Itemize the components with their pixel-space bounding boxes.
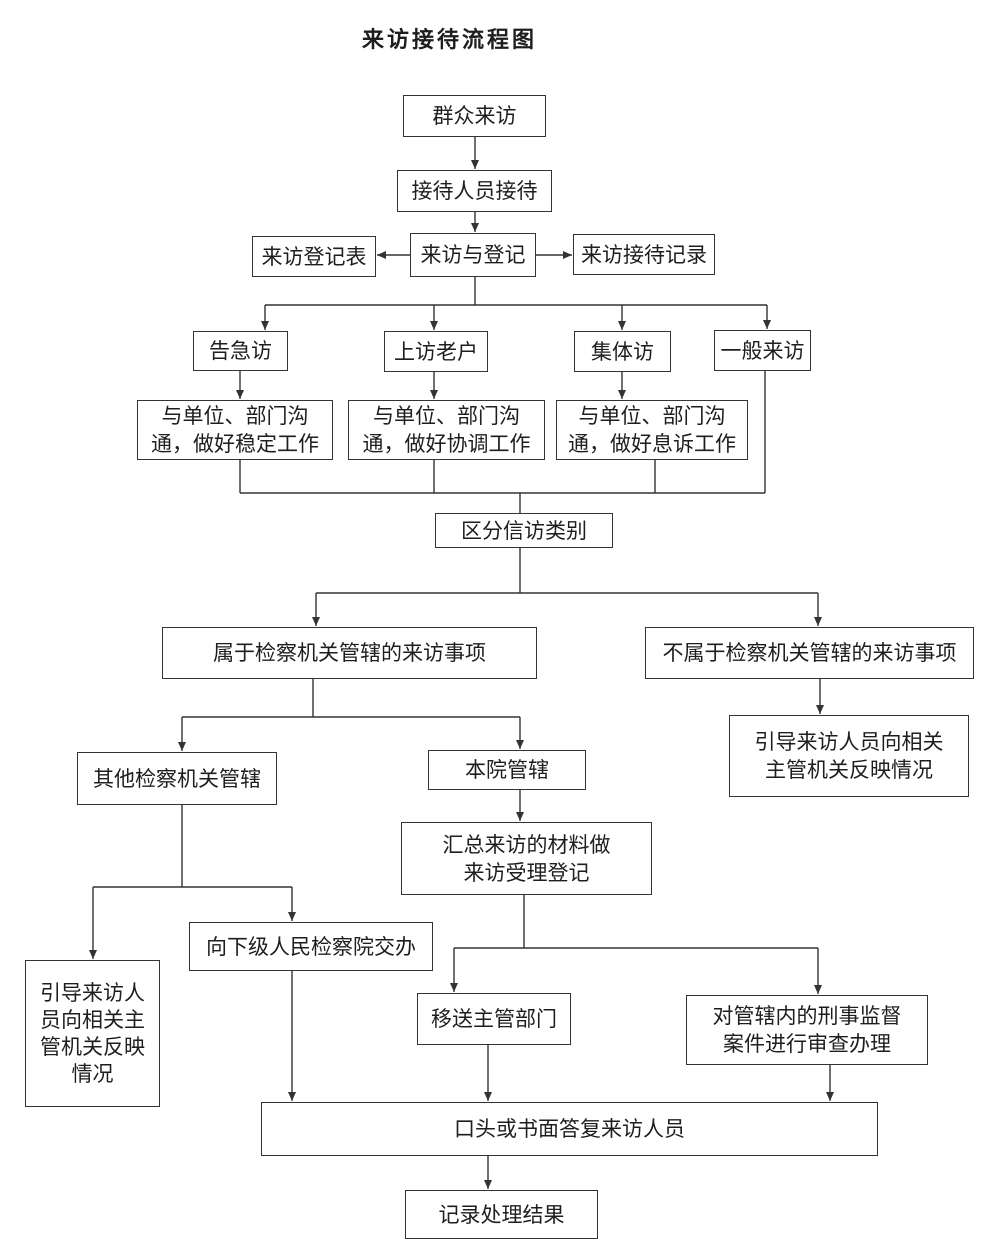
node-label-line: 管机关反映 — [40, 1034, 145, 1059]
node-label-line: 与单位、部门沟 — [578, 404, 726, 428]
node-label: 来访登记表 — [261, 244, 367, 269]
node-label: 向下级人民检察院交办 — [206, 934, 416, 959]
node-label: 移送主管部门 — [431, 1007, 557, 1031]
node-coordinate-work: 与单位、部门沟 通，做好协调工作 — [348, 400, 545, 460]
node-label-line: 对管辖内的刑事监督 — [712, 1004, 902, 1028]
node-label-line: 来访受理登记 — [463, 860, 590, 885]
node-stabilize-work: 与单位、部门沟 通，做好稳定工作 — [137, 400, 333, 460]
node-label-line: 引导来访人 — [40, 980, 145, 1005]
node-label-line: 通，做好稳定工作 — [151, 432, 319, 456]
node-mass-visit: 群众来访 — [403, 95, 546, 137]
node-within-jurisdiction: 属于检察机关管辖的来访事项 — [162, 627, 537, 679]
node-staff-reception: 接待人员接待 — [397, 170, 552, 212]
node-label: 上访老户 — [394, 339, 478, 364]
node-label-line: 汇总来访的材料做 — [442, 832, 611, 857]
node-label: 来访接待记录 — [581, 242, 707, 267]
node-review-cases: 对管辖内的刑事监督 案件进行审查办理 — [686, 995, 928, 1065]
node-label: 一般来访 — [720, 338, 805, 363]
node-resolve-work: 与单位、部门沟 通，做好息诉工作 — [556, 400, 748, 460]
node-label-line: 情况 — [71, 1061, 114, 1086]
node-label-line: 与单位、部门沟 — [161, 404, 309, 428]
node-long-term-petitioner: 上访老户 — [384, 331, 488, 372]
node-outside-jurisdiction: 不属于检察机关管辖的来访事项 — [645, 627, 974, 679]
node-label-line: 引导来访人员向相关 — [754, 730, 944, 754]
node-general-visit: 一般来访 — [714, 330, 811, 371]
node-label: 群众来访 — [432, 104, 517, 128]
node-label: 其他检察机关管辖 — [93, 766, 261, 791]
node-label: 区分信访类别 — [461, 518, 587, 543]
node-label: 记录处理结果 — [438, 1202, 565, 1227]
node-label: 属于检察机关管辖的来访事项 — [213, 641, 486, 665]
node-label-line: 案件进行审查办理 — [723, 1032, 891, 1056]
node-other-procuratorate: 其他检察机关管辖 — [77, 752, 277, 805]
node-guide-visitor-right: 引导来访人员向相关 主管机关反映情况 — [729, 715, 969, 797]
node-label: 口头或书面答复来访人员 — [454, 1117, 685, 1141]
node-visit-registration-form: 来访登记表 — [252, 236, 376, 277]
node-classify-petition: 区分信访类别 — [435, 513, 613, 548]
node-reply-visitor: 口头或书面答复来访人员 — [261, 1102, 878, 1156]
node-label: 接待人员接待 — [411, 179, 538, 203]
node-assign-lower-procuratorate: 向下级人民检察院交办 — [189, 922, 433, 971]
node-label-line: 与单位、部门沟 — [373, 404, 520, 428]
node-label: 集体访 — [591, 339, 654, 364]
node-guide-visitor-left: 引导来访人 员向相关主 管机关反映 情况 — [25, 960, 160, 1107]
node-urgent-visit: 告急访 — [193, 331, 288, 371]
node-visit-reception-record: 来访接待记录 — [573, 234, 715, 275]
node-this-court: 本院管辖 — [428, 750, 586, 790]
node-label: 告急访 — [209, 339, 272, 363]
node-collective-visit: 集体访 — [574, 331, 671, 372]
node-label: 不属于检察机关管辖的来访事项 — [662, 641, 957, 665]
node-visit-and-registration: 来访与登记 — [410, 233, 536, 277]
node-label-line: 主管机关反映情况 — [765, 758, 933, 782]
diagram-title: 来访接待流程图 — [362, 28, 538, 53]
node-label: 本院管辖 — [465, 758, 549, 782]
node-transfer-department: 移送主管部门 — [417, 993, 571, 1045]
node-label-line: 通，做好协调工作 — [362, 432, 531, 456]
node-record-result: 记录处理结果 — [405, 1190, 598, 1239]
node-label: 来访与登记 — [420, 243, 526, 267]
node-summarize-register: 汇总来访的材料做 来访受理登记 — [401, 822, 652, 895]
node-label-line: 通，做好息诉工作 — [568, 432, 736, 456]
node-label-line: 员向相关主 — [40, 1007, 145, 1032]
